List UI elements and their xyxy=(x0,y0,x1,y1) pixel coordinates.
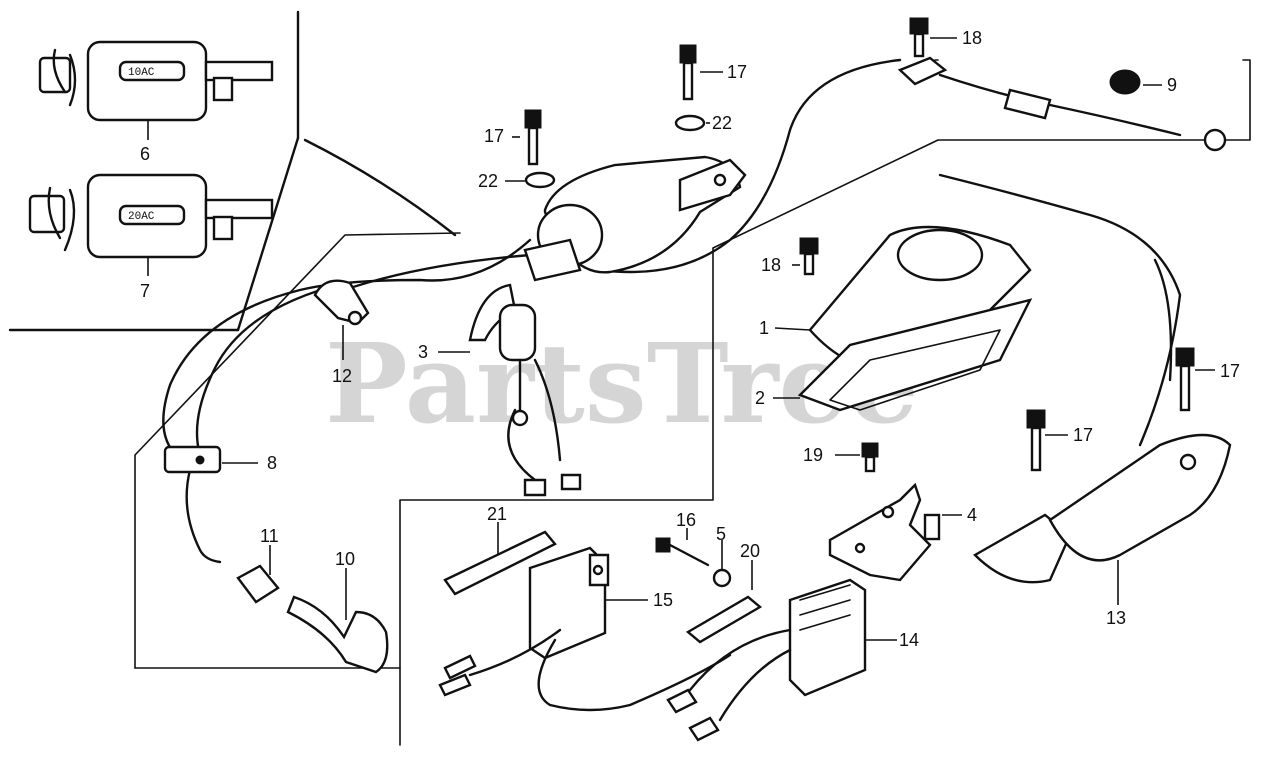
nut-5[interactable] xyxy=(712,568,732,588)
leader-lines xyxy=(222,37,1215,641)
label-7: 7 xyxy=(140,281,150,301)
wire-harness xyxy=(162,58,1182,564)
label-9: 9 xyxy=(1167,75,1177,95)
ignition-coil-6[interactable]: 10AC xyxy=(38,40,274,122)
bolt-16[interactable] xyxy=(655,537,710,567)
bolt-17-d[interactable] xyxy=(1026,409,1046,472)
pulse-generator-13[interactable] xyxy=(973,433,1232,584)
ignition-coil-7[interactable]: 20AC xyxy=(28,173,274,259)
ground-lead xyxy=(1003,88,1227,152)
label-4: 4 xyxy=(967,505,977,525)
label-8: 8 xyxy=(267,453,277,473)
coil-tag-20ac: 20AC xyxy=(128,211,155,223)
part-labels: 6 7 17 22 17 22 18 9 18 1 2 3 12 8 17 17… xyxy=(140,28,1240,650)
assembly-outline xyxy=(134,59,1251,746)
bolt-18-b[interactable] xyxy=(799,237,819,276)
label-20: 20 xyxy=(740,541,760,561)
plug-cap-10[interactable] xyxy=(286,595,389,674)
nut-9[interactable] xyxy=(1109,69,1141,95)
strap-20[interactable] xyxy=(685,595,763,644)
label-13: 13 xyxy=(1106,608,1126,628)
strap-21[interactable] xyxy=(443,530,557,596)
washer-22-a[interactable] xyxy=(524,171,556,189)
label-17-d: 17 xyxy=(1073,425,1093,445)
contact-breaker-4[interactable] xyxy=(828,482,941,582)
label-11: 11 xyxy=(260,526,279,546)
cdi-unit-15[interactable] xyxy=(438,546,732,712)
bolt-17-c[interactable] xyxy=(1175,347,1195,412)
coil-tag-10ac: 10AC xyxy=(128,67,155,79)
label-17-a: 17 xyxy=(484,126,504,146)
washer-22-b[interactable] xyxy=(674,114,706,132)
ignition-coil-main[interactable] xyxy=(523,155,747,282)
bolt-19[interactable] xyxy=(861,442,879,473)
label-14: 14 xyxy=(899,630,919,650)
clamp-12[interactable] xyxy=(313,279,370,326)
cap-11[interactable] xyxy=(236,564,280,604)
label-19: 19 xyxy=(803,445,823,465)
grommet-8[interactable] xyxy=(163,445,222,474)
gasket-2[interactable] xyxy=(797,298,1033,412)
label-12: 12 xyxy=(332,366,352,386)
bolt-18-a[interactable] xyxy=(897,17,948,86)
label-3: 3 xyxy=(418,342,428,362)
label-22-a: 22 xyxy=(478,171,498,191)
regulator-rectifier-14[interactable] xyxy=(666,578,867,742)
condenser-3[interactable] xyxy=(468,283,582,497)
label-5: 5 xyxy=(716,524,726,544)
label-22-b: 22 xyxy=(712,113,732,133)
label-21: 21 xyxy=(487,504,507,524)
label-1: 1 xyxy=(759,318,769,338)
label-15: 15 xyxy=(653,590,673,610)
label-10: 10 xyxy=(335,549,355,569)
label-18-b: 18 xyxy=(761,255,781,275)
label-17-b: 17 xyxy=(727,62,747,82)
label-6: 6 xyxy=(140,144,150,164)
label-17-c: 17 xyxy=(1220,361,1240,381)
label-2: 2 xyxy=(755,388,765,408)
label-16: 16 xyxy=(676,510,696,530)
bolt-17-a[interactable] xyxy=(524,109,542,166)
inset-frame xyxy=(8,10,300,332)
label-18-a: 18 xyxy=(962,28,982,48)
bolt-17-b[interactable] xyxy=(679,44,697,101)
